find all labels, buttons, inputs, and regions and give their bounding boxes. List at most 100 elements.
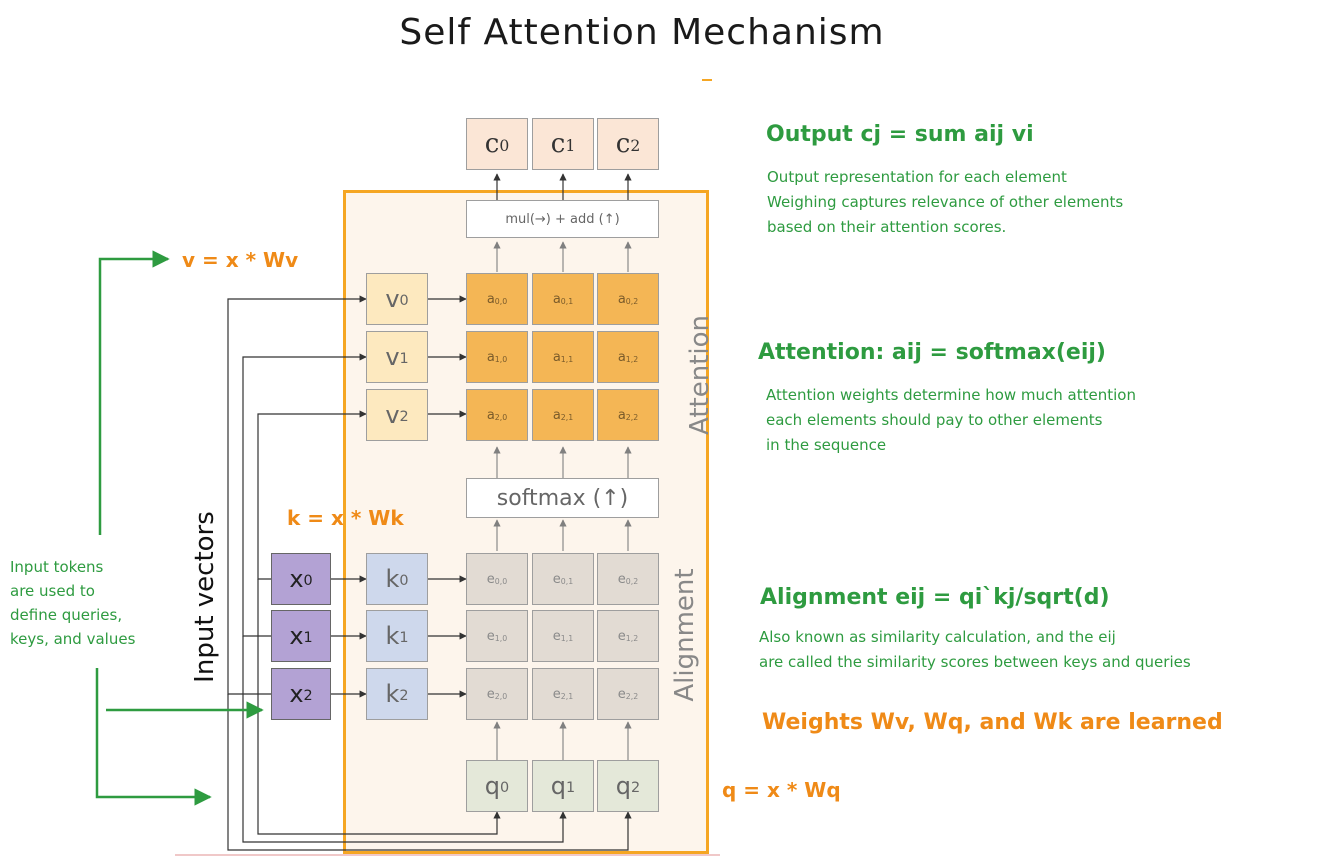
attention-line: each elements should pay to other elemen… — [766, 411, 1103, 429]
a-cell-sub: 2,0 — [494, 412, 508, 422]
a-cell-label: a — [552, 407, 561, 423]
attention-title: Attention: aij = softmax(eij) — [758, 340, 1106, 365]
alignment-title: Alignment eij = qi`kj/sqrt(d) — [760, 585, 1110, 610]
output-c2-sub: 2 — [630, 137, 641, 155]
e-cell-label: e — [552, 628, 561, 644]
output-line: Output representation for each element — [767, 168, 1067, 186]
alignment-line: Also known as similarity calculation, an… — [759, 628, 1116, 646]
q-equation: q = x * Wq — [722, 778, 841, 802]
a-cell-label: a — [486, 349, 495, 365]
a-cell-label: a — [617, 291, 626, 307]
attention-line: Attention weights determine how much att… — [766, 386, 1136, 404]
k0-label: k — [385, 565, 400, 593]
a-cell-sub: 1,0 — [494, 354, 508, 364]
a-cell-sub: 2,2 — [625, 412, 639, 422]
v1-sub: 1 — [399, 351, 409, 367]
e-cell-sub: 2,0 — [494, 691, 508, 701]
v0-label: v — [385, 285, 400, 313]
x0-sub: 0 — [303, 573, 313, 589]
x1-sub: 1 — [303, 630, 313, 646]
v1-label: v — [385, 343, 400, 371]
k0-sub: 0 — [399, 573, 409, 589]
output-c1-label: c — [550, 129, 566, 159]
a-cell-label: a — [486, 407, 495, 423]
a-cell-sub: 0,2 — [625, 296, 639, 306]
q1-sub: 1 — [566, 780, 576, 796]
title-underline-mark — [702, 79, 712, 81]
a-cell-sub: 1,1 — [560, 354, 574, 364]
attention-line: in the sequence — [766, 436, 887, 454]
e-cell-sub: 1,2 — [625, 633, 639, 643]
e-cell-sub: 1,0 — [494, 633, 508, 643]
a-cell-label: a — [617, 349, 626, 365]
output-title: Output cj = sum aij vi — [766, 122, 1034, 147]
mul-add-label: mul(→) + add (↑) — [505, 211, 620, 227]
q2-sub: 2 — [631, 780, 641, 796]
a-cell-sub: 2,1 — [560, 412, 574, 422]
e-cell-label: e — [552, 571, 561, 587]
input-note-line: keys, and values — [10, 630, 136, 648]
output-c2-label: c — [615, 129, 631, 159]
a-cell-label: a — [552, 291, 561, 307]
weights-learned-note: Weights Wv, Wq, and Wk are learned — [762, 710, 1223, 735]
e-cell-label: e — [552, 686, 561, 702]
input-note-line: Input tokens — [10, 558, 104, 576]
x2-label: x — [289, 680, 304, 708]
e-cell-sub: 2,2 — [625, 691, 639, 701]
a-cell-label: a — [552, 349, 561, 365]
a-cell-sub: 1,2 — [625, 354, 639, 364]
output-line: Weighing captures relevance of other ele… — [767, 193, 1124, 211]
e-cell-sub: 1,1 — [560, 633, 574, 643]
x0-label: x — [289, 565, 304, 593]
input-note-line: are used to — [10, 582, 95, 600]
a-cell-sub: 0,1 — [560, 296, 574, 306]
softmax-label: softmax (↑) — [496, 485, 629, 511]
e-cell-label: e — [617, 571, 626, 587]
output-c1-sub: 1 — [565, 137, 576, 155]
x1-label: x — [289, 622, 304, 650]
e-cell-sub: 2,1 — [560, 691, 574, 701]
k1-sub: 1 — [399, 630, 409, 646]
v2-label: v — [385, 401, 400, 429]
alignment-line: are called the similarity scores between… — [759, 653, 1191, 671]
q2-label: q — [615, 772, 632, 800]
e-cell-label: e — [486, 686, 495, 702]
mul-add-box: mul(→) + add (↑) — [466, 200, 659, 238]
k2-sub: 2 — [399, 688, 409, 704]
q0-sub: 0 — [500, 780, 510, 796]
v-equation: v = x * Wv — [182, 248, 299, 272]
input-note: Input tokens are used to define queries,… — [10, 555, 135, 651]
softmax-box: softmax (↑) — [466, 478, 659, 518]
v2-sub: 2 — [399, 409, 409, 425]
output-c0-label: c — [484, 129, 500, 159]
k-equation: k = x * Wk — [287, 506, 404, 530]
e-cell-sub: 0,0 — [494, 576, 508, 586]
v0-sub: 0 — [399, 293, 409, 309]
attention-description: Attention weights determine how much att… — [766, 383, 1136, 458]
e-cell-sub: 0,1 — [560, 576, 574, 586]
